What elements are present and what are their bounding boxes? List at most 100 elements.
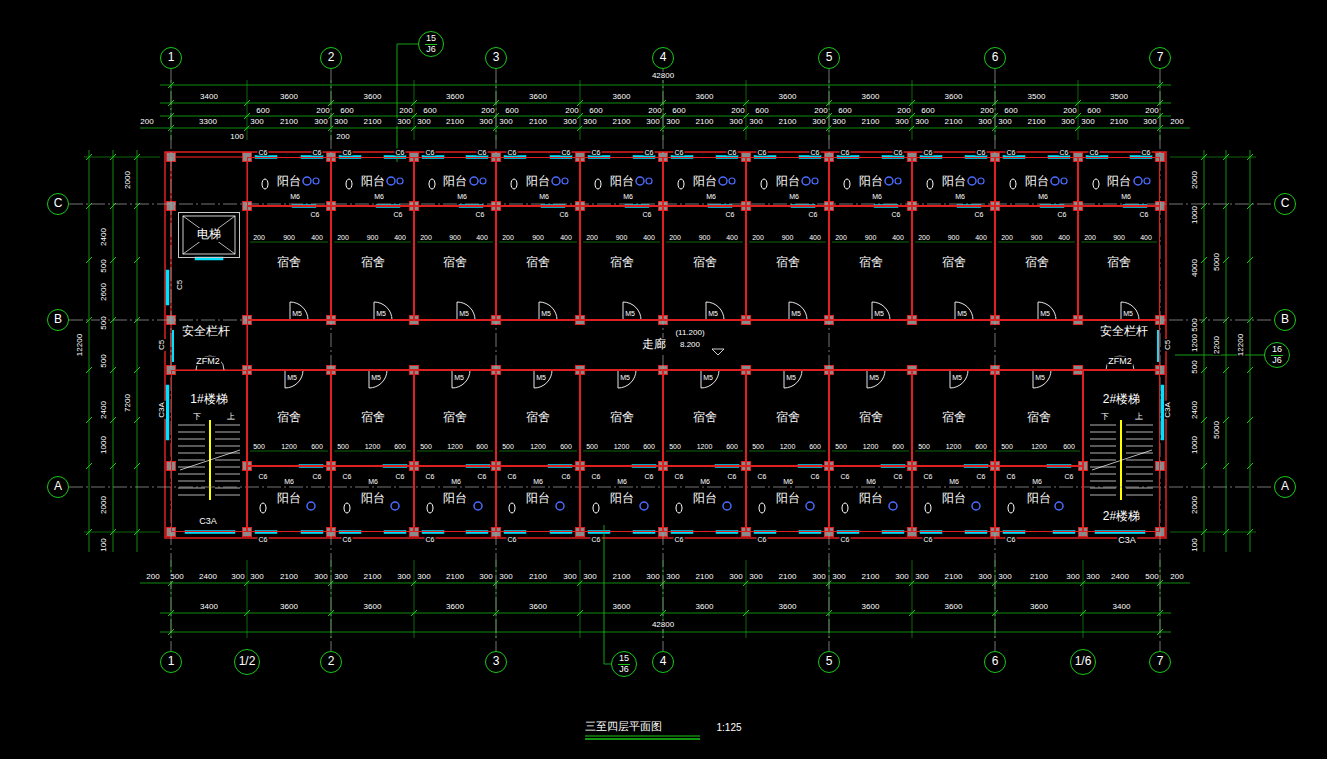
dimension-tick <box>1201 463 1207 469</box>
balcony-text: 阳台 <box>525 492 551 505</box>
stair-tread <box>215 439 240 440</box>
dorm-text: 宿舍 <box>442 256 468 269</box>
dimension-text: 600 <box>588 107 603 115</box>
dorm-node: 宿舍 <box>1078 206 1160 320</box>
dimension-text: 500 <box>336 443 350 450</box>
dorm-text: 宿舍 <box>1106 256 1132 269</box>
dimension-text: 2100 <box>778 118 798 126</box>
toilet-symbol <box>925 503 931 513</box>
dorm-node: 宿舍 <box>829 206 912 320</box>
door-swing <box>1033 370 1051 388</box>
window-tag: C6 <box>810 473 821 480</box>
dimension-line <box>1226 150 1227 552</box>
dimension-tick <box>1201 417 1207 423</box>
extension-line <box>1170 157 1256 158</box>
stair-direction: 下 <box>1100 413 1110 421</box>
dimension-text: 200 <box>1169 573 1184 581</box>
dimension-text: 400 <box>725 234 739 241</box>
dimension-text: 600 <box>339 107 354 115</box>
stair-tread <box>1090 453 1116 454</box>
window-tag: C6 <box>1006 149 1017 156</box>
dimension-text: 300 <box>748 573 763 581</box>
window-tag: C5 <box>176 279 184 291</box>
room-dimension-line <box>499 451 577 452</box>
dimension-text: 200 <box>564 107 579 115</box>
dimension-text: 1200 <box>862 443 880 450</box>
dimension-text: 2100 <box>861 118 881 126</box>
door-tag: M6 <box>865 478 877 485</box>
window <box>1095 531 1145 534</box>
dimension-text: 300 <box>645 573 660 581</box>
axis-node: 1 <box>160 47 182 69</box>
window-tag: C6 <box>395 473 406 480</box>
balcony-text: 阳台 <box>692 492 718 505</box>
dorm-node: 宿舍 <box>580 370 663 466</box>
dimension-text: 3600 <box>445 603 465 611</box>
door-tag: M5 <box>370 374 382 381</box>
balcony-text: 阳台 <box>775 175 801 188</box>
dimension-text: 2100 <box>695 118 715 126</box>
dimension-text: 2000 <box>1191 170 1199 190</box>
dimension-text: 3600 <box>944 603 964 611</box>
dimension-text: 600 <box>920 107 935 115</box>
window-tag: C6 <box>1064 473 1075 480</box>
stair-tread <box>215 467 240 468</box>
elevator-cross <box>183 216 235 254</box>
floor-drain <box>802 177 810 185</box>
corridor-text: 走廊 <box>641 338 667 351</box>
dimension-text: 300 <box>997 118 1012 126</box>
door-tag: M6 <box>622 193 634 200</box>
axis-text: 3 <box>492 51 501 64</box>
axis-line <box>69 204 1274 205</box>
dimension-text: 300 <box>230 573 245 581</box>
dimension-text: 600 <box>475 443 489 450</box>
door-tag: M6 <box>532 478 544 485</box>
dimension-text: 12200 <box>76 333 84 357</box>
dorm-text: 宿舍 <box>360 256 386 269</box>
window-tag: C6 <box>1006 473 1017 480</box>
dimension-text: 200 <box>917 234 931 241</box>
stair-tread <box>178 460 205 461</box>
window-tag: C6 <box>757 149 768 156</box>
toilet-symbol <box>1008 503 1014 513</box>
dimension-text: 300 <box>665 118 680 126</box>
door-swing <box>706 302 724 320</box>
door-tag: M5 <box>707 310 719 317</box>
detail-text: 15 <box>618 654 630 665</box>
door-tag: M5 <box>375 310 387 317</box>
title-underline <box>585 738 700 740</box>
window-tag: C6 <box>923 536 934 543</box>
floor-drain <box>303 177 311 185</box>
floor-drain <box>562 178 568 184</box>
dimension-text: 1200 <box>446 443 464 450</box>
door-tag: M5 <box>291 310 303 317</box>
detail-node: 15J6 <box>418 31 444 57</box>
floor-drain <box>474 502 482 510</box>
stair-node: 1#楼梯 <box>171 370 247 532</box>
window-tag: C6 <box>727 149 738 156</box>
door-swing <box>867 370 885 388</box>
axis-line <box>171 69 172 651</box>
door-tag: M6 <box>782 478 794 485</box>
dimension-text: 300 <box>728 573 743 581</box>
dimension-text: 300 <box>977 573 992 581</box>
stair-tread <box>215 488 240 489</box>
dimension-text: 2000 <box>1191 495 1199 515</box>
room-dimension-line <box>250 242 328 243</box>
dimension-text: 2000 <box>124 170 132 190</box>
toilet-symbol <box>759 503 765 513</box>
stair-tread <box>1090 481 1116 482</box>
dimension-text: 300 <box>914 118 929 126</box>
door-swing <box>290 302 308 320</box>
toilet-symbol <box>927 179 933 189</box>
door-tag: M5 <box>873 310 885 317</box>
stair-text: 1#楼梯 <box>189 393 228 406</box>
door-swing <box>374 302 392 320</box>
window-tag: C6 <box>1057 211 1068 218</box>
axis-node: 2 <box>320 47 342 69</box>
dimension-text: 500 <box>585 443 599 450</box>
window-tag: C6 <box>561 473 572 480</box>
dimension-text: 300 <box>665 573 680 581</box>
elevation-text: 8.200 <box>679 341 701 349</box>
